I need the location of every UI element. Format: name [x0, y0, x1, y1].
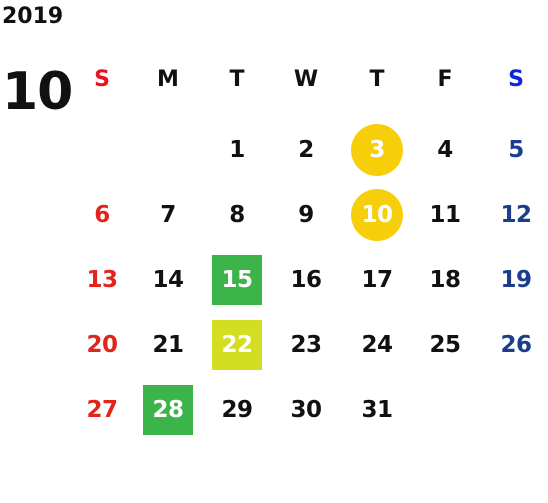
day-number: 25: [429, 331, 461, 358]
day-number: 16: [290, 266, 322, 293]
day-cell-8[interactable]: 8: [202, 190, 272, 240]
day-cell-12[interactable]: 12: [481, 190, 548, 240]
day-number: 12: [500, 201, 532, 228]
day-cell-16[interactable]: 16: [271, 255, 341, 305]
day-cell-20[interactable]: 20: [67, 320, 137, 370]
month-number: 10: [2, 62, 73, 122]
day-cell-27[interactable]: 27: [67, 385, 137, 435]
day-cell-29[interactable]: 29: [202, 385, 272, 435]
day-number: 9: [298, 201, 314, 228]
day-number: 21: [152, 331, 184, 358]
day-cell-30[interactable]: 30: [271, 385, 341, 435]
weekday-header-6: S: [508, 67, 524, 92]
day-number: 15: [212, 255, 262, 305]
weekday-header-2: T: [229, 67, 245, 92]
day-cell-28-highlighted[interactable]: 28: [133, 385, 203, 435]
day-number: 18: [429, 266, 461, 293]
day-cell-4[interactable]: 4: [410, 125, 480, 175]
day-cell-21[interactable]: 21: [133, 320, 203, 370]
day-cell-5[interactable]: 5: [481, 125, 548, 175]
day-number: 6: [94, 201, 110, 228]
weekday-header-1: M: [157, 67, 179, 92]
day-cell-24[interactable]: 24: [342, 320, 412, 370]
day-number: 1: [229, 136, 245, 163]
day-number: 3: [351, 124, 403, 176]
day-number: 30: [290, 396, 322, 423]
day-cell-2[interactable]: 2: [271, 125, 341, 175]
day-number: 26: [500, 331, 532, 358]
day-cell-31[interactable]: 31: [342, 385, 412, 435]
day-number: 2: [298, 136, 314, 163]
weekday-header-4: T: [369, 67, 385, 92]
day-cell-14[interactable]: 14: [133, 255, 203, 305]
day-number: 14: [152, 266, 184, 293]
day-cell-10-highlighted[interactable]: 10: [342, 189, 412, 241]
day-number: 27: [86, 396, 118, 423]
day-number: 23: [290, 331, 322, 358]
year-label: 2019: [2, 4, 64, 29]
day-number: 13: [86, 266, 118, 293]
day-cell-15-highlighted[interactable]: 15: [202, 255, 272, 305]
day-cell-13[interactable]: 13: [67, 255, 137, 305]
day-number: 24: [361, 331, 393, 358]
day-number: 10: [351, 189, 403, 241]
day-cell-22-highlighted[interactable]: 22: [202, 320, 272, 370]
weekday-header-5: F: [437, 67, 453, 92]
day-cell-23[interactable]: 23: [271, 320, 341, 370]
day-number: 31: [361, 396, 393, 423]
day-number: 22: [212, 320, 262, 370]
day-cell-26[interactable]: 26: [481, 320, 548, 370]
day-cell-25[interactable]: 25: [410, 320, 480, 370]
day-number: 28: [143, 385, 193, 435]
day-cell-11[interactable]: 11: [410, 190, 480, 240]
day-cell-19[interactable]: 19: [481, 255, 548, 305]
day-cell-17[interactable]: 17: [342, 255, 412, 305]
day-number: 11: [429, 201, 461, 228]
day-cell-3-highlighted[interactable]: 3: [342, 124, 412, 176]
day-number: 5: [508, 136, 524, 163]
day-number: 20: [86, 331, 118, 358]
weekday-header-0: S: [94, 67, 110, 92]
day-number: 4: [437, 136, 453, 163]
weekday-header-3: W: [293, 67, 319, 92]
day-number: 8: [229, 201, 245, 228]
day-number: 29: [221, 396, 253, 423]
day-number: 17: [361, 266, 393, 293]
day-cell-7[interactable]: 7: [133, 190, 203, 240]
day-cell-1[interactable]: 1: [202, 125, 272, 175]
day-cell-6[interactable]: 6: [67, 190, 137, 240]
day-cell-18[interactable]: 18: [410, 255, 480, 305]
day-number: 7: [160, 201, 176, 228]
day-cell-9[interactable]: 9: [271, 190, 341, 240]
day-number: 19: [500, 266, 532, 293]
